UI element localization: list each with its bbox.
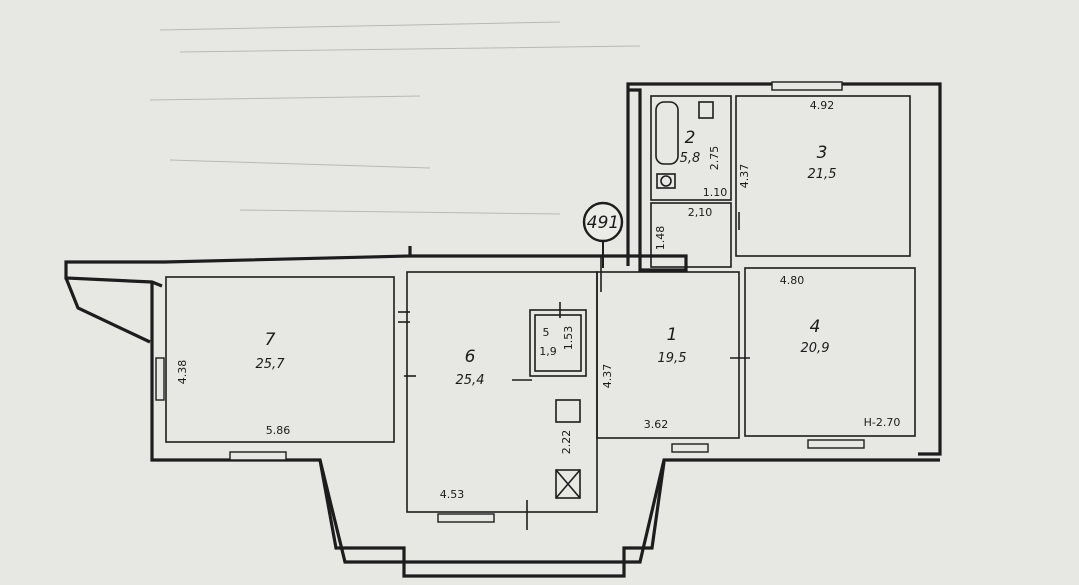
room-1-number: 1 (667, 325, 678, 345)
dim-1-10: 1.10 (703, 186, 728, 199)
room-7-number: 7 (265, 330, 276, 350)
dim-2-70: H-2.70 (864, 416, 901, 429)
room-3-area: 21,5 (808, 167, 837, 182)
dim-4-92: 4.92 (810, 99, 835, 112)
dim-2-10: 2,10 (688, 206, 713, 219)
dim-4-38: 4.38 (176, 360, 189, 385)
plan-badge: 491 (582, 201, 624, 268)
window-room-1 (671, 443, 709, 453)
dim-4-37-room3: 4.37 (738, 164, 751, 189)
room-4-number: 4 (810, 317, 821, 337)
window-room-7-side (155, 357, 165, 401)
room-5-area: 1,9 (539, 345, 557, 358)
dim-2-75: 2.75 (708, 146, 721, 171)
window-room-4 (807, 439, 865, 449)
window-room-7 (229, 451, 287, 461)
badge-number: 491 (587, 213, 619, 233)
dim-1-53: 1.53 (562, 326, 575, 351)
room-6-number: 6 (465, 347, 476, 367)
dim-2-22: 2.22 (560, 430, 573, 455)
interior-walls (165, 95, 916, 530)
windows (155, 81, 865, 523)
room-4-area: 20,9 (801, 341, 830, 356)
background-marks (149, 21, 641, 215)
room-5-number: 5 (543, 326, 550, 339)
room-2-area: 5,8 (680, 151, 701, 166)
room-3-number: 3 (817, 143, 828, 163)
room-2-number: 2 (685, 128, 696, 148)
dim-3-62: 3.62 (644, 418, 669, 431)
room-1-area: 19,5 (658, 351, 687, 366)
window-room-3 (771, 81, 843, 91)
dim-4-80: 4.80 (780, 274, 805, 287)
dim-1-48: 1.48 (654, 226, 667, 251)
dim-5-86: 5.86 (266, 424, 291, 437)
dim-4-37-room1: 4.37 (601, 364, 614, 389)
room-labels: 1 19,5 2 5,8 3 21,5 4 20,9 5 1,9 6 25,4 … (256, 128, 837, 388)
dim-4-53: 4.53 (440, 488, 465, 501)
outer-walls (64, 82, 942, 578)
dimension-labels: 4.92 4.37 2.75 1.10 2,10 1.48 4.80 H-2.7… (176, 99, 900, 501)
room-7-area: 25,7 (256, 357, 286, 372)
window-room-6 (437, 513, 495, 523)
room-6-area: 25,4 (456, 373, 485, 388)
